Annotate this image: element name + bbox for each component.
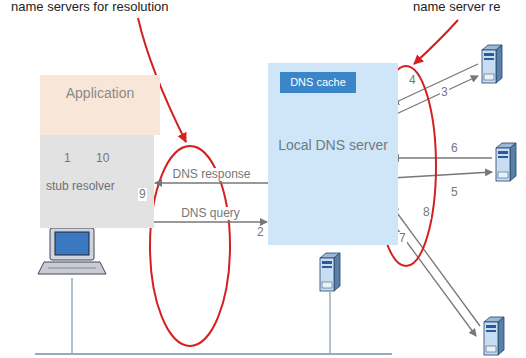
- local-dns-server: Local DNS server DNS cache: [268, 63, 398, 245]
- computer-icon: [38, 228, 106, 274]
- node-text: Local DNS server: [268, 137, 398, 153]
- step-number: 6: [450, 142, 459, 155]
- callout-text: name servers for resolution: [10, 0, 170, 13]
- server-icon: [482, 45, 502, 83]
- edge-label: DNS response: [171, 168, 251, 181]
- server-icon: [320, 253, 340, 291]
- callout-text: name server re: [412, 0, 501, 13]
- application-layer: Application: [40, 75, 160, 135]
- node-text: Application: [40, 85, 160, 101]
- step-number: 9: [138, 188, 147, 201]
- step-number: 10: [95, 152, 110, 165]
- stub-resolver-box: stub resolver: [40, 135, 154, 228]
- step-number: 7: [398, 232, 407, 245]
- pointer-arrow: [414, 20, 458, 64]
- step-number: 3: [440, 86, 449, 99]
- node-text: DNS cache: [280, 72, 356, 93]
- network-line: [35, 353, 392, 355]
- step-number: 1: [63, 152, 72, 165]
- edge-label: DNS query: [180, 207, 241, 220]
- message-arrow: [154, 221, 267, 222]
- dns-cache-box: DNS cache: [280, 72, 356, 93]
- step-number: 8: [422, 206, 431, 219]
- step-number: 4: [408, 74, 417, 87]
- server-icon: [484, 317, 504, 355]
- message-arrow: [155, 182, 268, 183]
- query-arrows: [392, 64, 492, 336]
- step-number: 5: [450, 186, 459, 199]
- server-icon: [496, 143, 516, 181]
- step-number: 2: [256, 226, 265, 239]
